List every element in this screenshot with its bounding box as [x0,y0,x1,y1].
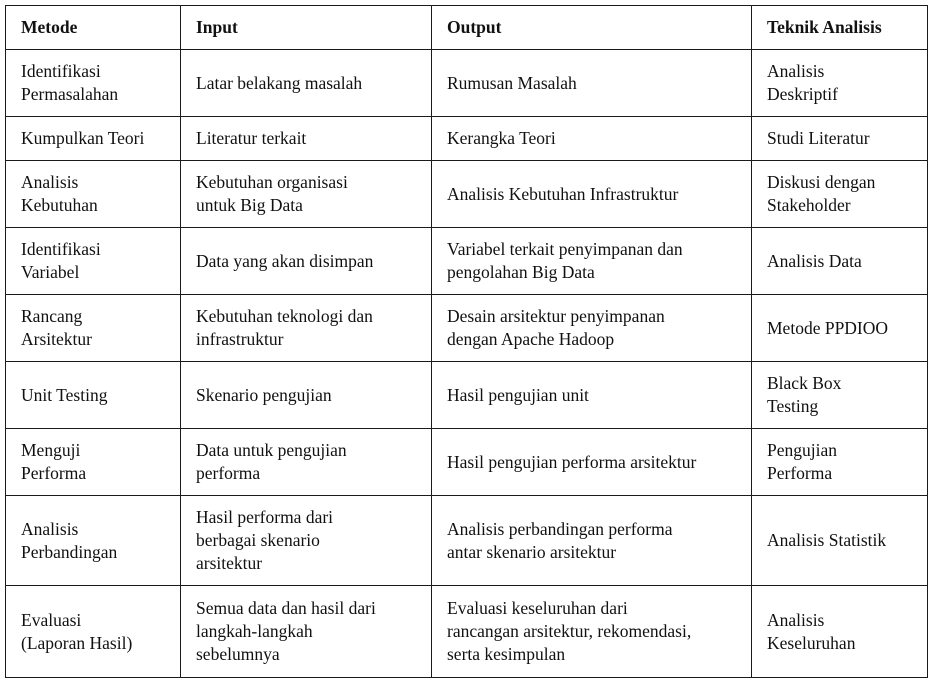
header-teknik-analisis: Teknik Analisis [751,5,928,50]
table-row: Kumpulkan Teori Literatur terkait Kerang… [5,116,928,161]
cell-input: Skenario pengujian [180,361,432,429]
cell-output: Hasil pengujian unit [431,361,752,429]
table-row: Menguji Performa Data untuk pengujian pe… [5,428,928,496]
table-row: Analisis Kebutuhan Kebutuhan organisasi … [5,160,928,228]
table-row: Analisis Perbandingan Hasil performa dar… [5,495,928,586]
cell-metode: Identifikasi Variabel [5,227,181,295]
header-row: Metode Input Output Teknik Analisis [5,5,928,50]
cell-metode: Rancang Arsitektur [5,294,181,362]
cell-input: Semua data dan hasil dari langkah-langka… [180,585,432,678]
cell-teknik: Analisis Data [751,227,928,295]
cell-teknik: Analisis Deskriptif [751,49,928,117]
methods-table: Metode Input Output Teknik Analisis Iden… [5,5,928,678]
table-row: Identifikasi Permasalahan Latar belakang… [5,49,928,117]
cell-teknik: Metode PPDIOO [751,294,928,362]
table-row: Rancang Arsitektur Kebutuhan teknologi d… [5,294,928,362]
cell-input: Latar belakang masalah [180,49,432,117]
cell-output: Analisis perbandingan performa antar ske… [431,495,752,586]
cell-teknik: Diskusi dengan Stakeholder [751,160,928,228]
header-input: Input [180,5,432,50]
cell-output: Desain arsitektur penyimpanan dengan Apa… [431,294,752,362]
cell-metode: Unit Testing [5,361,181,429]
cell-input: Hasil performa dari berbagai skenario ar… [180,495,432,586]
cell-output: Variabel terkait penyimpanan dan pengola… [431,227,752,295]
cell-teknik: Analisis Keseluruhan [751,585,928,678]
cell-input: Literatur terkait [180,116,432,161]
cell-output: Kerangka Teori [431,116,752,161]
cell-teknik: Black Box Testing [751,361,928,429]
cell-teknik: Studi Literatur [751,116,928,161]
table-row: Identifikasi Variabel Data yang akan dis… [5,227,928,295]
cell-teknik: Analisis Statistik [751,495,928,586]
cell-metode: Kumpulkan Teori [5,116,181,161]
cell-input: Data untuk pengujian performa [180,428,432,496]
cell-teknik: Pengujian Performa [751,428,928,496]
cell-output: Evaluasi keseluruhan dari rancangan arsi… [431,585,752,678]
cell-input: Kebutuhan teknologi dan infrastruktur [180,294,432,362]
cell-metode: Menguji Performa [5,428,181,496]
table-row: Unit Testing Skenario pengujian Hasil pe… [5,361,928,429]
cell-metode: Analisis Kebutuhan [5,160,181,228]
cell-metode: Evaluasi (Laporan Hasil) [5,585,181,678]
header-metode: Metode [5,5,181,50]
cell-output: Hasil pengujian performa arsitektur [431,428,752,496]
cell-input: Data yang akan disimpan [180,227,432,295]
cell-output: Analisis Kebutuhan Infrastruktur [431,160,752,228]
cell-metode: Analisis Perbandingan [5,495,181,586]
table-row: Evaluasi (Laporan Hasil) Semua data dan … [5,585,928,678]
cell-output: Rumusan Masalah [431,49,752,117]
header-output: Output [431,5,752,50]
cell-input: Kebutuhan organisasi untuk Big Data [180,160,432,228]
cell-metode: Identifikasi Permasalahan [5,49,181,117]
